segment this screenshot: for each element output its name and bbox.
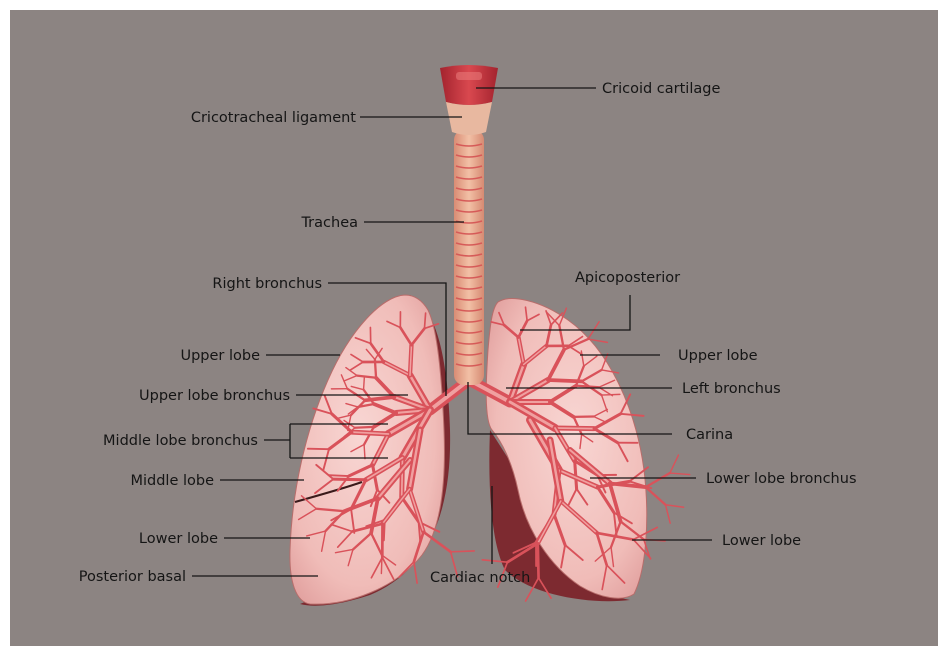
bronchus-branch xyxy=(364,445,365,459)
diagram-panel: Cricoid cartilage Cricotracheal ligament… xyxy=(10,10,938,646)
bronchus-branch-highlight xyxy=(555,428,594,429)
label-cardiac-notch: Cardiac notch xyxy=(430,570,530,586)
label-lower-lobe-right: Lower lobe xyxy=(139,531,218,547)
label-upper-lobe-left: Upper lobe xyxy=(678,348,758,364)
cricoid-cartilage-shape xyxy=(440,65,498,105)
bronchus-branch xyxy=(424,313,425,328)
label-cricotracheal-ligament: Cricotracheal ligament xyxy=(191,110,356,126)
label-trachea: Trachea xyxy=(300,215,358,231)
bronchus-branch xyxy=(381,555,382,573)
bronchus-branch xyxy=(576,386,599,388)
bronchus-branch xyxy=(364,377,365,390)
label-upper-lobe-bronchus: Upper lobe bronchus xyxy=(139,388,290,404)
label-posterior-basal: Posterior basal xyxy=(79,569,186,585)
label-left-bronchus: Left bronchus xyxy=(682,381,781,397)
bronchus-branch xyxy=(333,479,366,480)
bronchus-branch xyxy=(329,475,349,476)
label-lower-lobe-left: Lower lobe xyxy=(722,533,801,549)
label-middle-lobe-bronchus: Middle lobe bronchus xyxy=(103,433,258,449)
label-right-bronchus: Right bronchus xyxy=(212,276,322,292)
label-carina: Carina xyxy=(686,427,733,443)
cricotracheal-ligament-shape xyxy=(446,102,492,135)
bronchus-branch-highlight xyxy=(402,458,403,498)
label-apicoposterior: Apicoposterior xyxy=(575,270,680,286)
bronchus-branch xyxy=(355,427,374,428)
label-lower-lobe-bronchus: Lower lobe bronchus xyxy=(706,471,857,487)
lungs-diagram: Cricoid cartilage Cricotracheal ligament… xyxy=(10,10,938,646)
cricoid-highlight xyxy=(456,72,482,80)
bronchus-branch xyxy=(451,551,475,552)
label-cricoid-cartilage: Cricoid cartilage xyxy=(602,81,720,97)
label-upper-lobe-right: Upper lobe xyxy=(180,348,260,364)
bronchus-branch xyxy=(375,359,376,377)
label-middle-lobe: Middle lobe xyxy=(130,473,214,489)
bronchus-branch xyxy=(538,543,539,577)
